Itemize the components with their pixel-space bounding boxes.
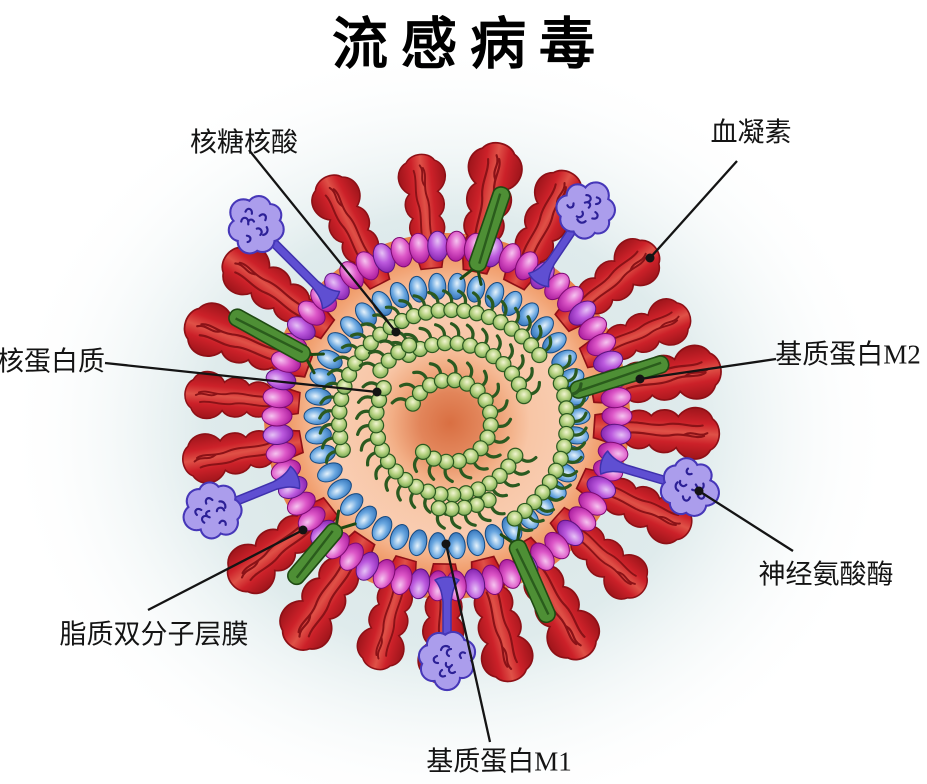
neuraminidase-spike — [227, 195, 341, 310]
matrix-m1-unit — [484, 281, 505, 308]
leader-line-rna — [248, 149, 397, 333]
matrix-m1-unit — [530, 316, 554, 339]
nucleoprotein-bead — [414, 443, 432, 460]
matrix-m1-unit — [371, 516, 393, 542]
matrix-m1-unit — [327, 332, 352, 354]
matrix-m1-unit — [389, 524, 410, 551]
nucleoprotein-bead — [400, 337, 418, 354]
leader-line-neuraminidase — [698, 490, 794, 552]
leader-line-nucleoprotein — [104, 361, 378, 394]
leader-line-matrix_m2 — [639, 357, 777, 381]
nucleoprotein-bead — [531, 346, 548, 364]
label-hemagglutinin: 血凝素 — [710, 117, 792, 148]
leader-dot-matrix_m1 — [441, 539, 451, 549]
membrane-lipid-unit — [601, 405, 633, 427]
matrix-m1-unit — [517, 302, 540, 327]
matrix-m1-unit — [305, 387, 332, 406]
label-lipid-bilayer: 脂质双分子层膜 — [59, 619, 249, 650]
label-neuraminidase: 神经氨酸酶 — [758, 559, 894, 590]
leader-dot-rna — [391, 327, 401, 337]
leader-line-lipid_bilayer — [147, 528, 304, 612]
rna-genome — [318, 289, 588, 533]
leader-dot-hemagglutinin — [645, 253, 655, 263]
nucleoprotein-bead — [515, 388, 533, 405]
leader-lines — [104, 149, 794, 743]
leader-dot-neuraminidase — [694, 486, 704, 496]
leader-dot-matrix_m2 — [635, 374, 645, 384]
matrix-m2-rod — [287, 509, 357, 586]
neuraminidase-spike — [528, 181, 616, 288]
matrix-m1-unit — [466, 529, 486, 557]
matrix-m2-rod — [228, 308, 325, 375]
leader-dot-lipid_bilayer — [298, 525, 308, 535]
matrix-m1-unit — [354, 302, 377, 327]
matrix-m1-unit — [354, 505, 377, 530]
label-matrix-m1: 基质蛋白M1 — [426, 746, 572, 777]
matrix-m1-unit — [340, 493, 364, 516]
label-nucleoprotein: 核蛋白质 — [0, 346, 105, 377]
matrix-m1-unit — [408, 529, 428, 557]
leader-line-matrix_m1 — [444, 543, 492, 743]
leader-dot-nucleoprotein — [372, 387, 382, 397]
leader-line-hemagglutinin — [649, 160, 738, 259]
nucleoprotein-bead — [430, 500, 447, 517]
neuraminidase-spike — [417, 576, 477, 692]
neuraminidase-spike — [182, 465, 301, 540]
label-matrix-m2: 基质蛋白M2 — [775, 339, 921, 370]
diagram-title: 流感病毒 — [332, 12, 608, 76]
matrix-m2-rod — [459, 186, 511, 286]
label-rna: 核糖核酸 — [190, 127, 298, 158]
matrix-m1-unit — [327, 478, 352, 500]
membrane-lipid-unit — [261, 405, 293, 427]
nucleoprotein-bead — [506, 510, 523, 527]
matrix-m2-rods — [228, 186, 670, 624]
matrix-m1-unit — [317, 462, 343, 483]
